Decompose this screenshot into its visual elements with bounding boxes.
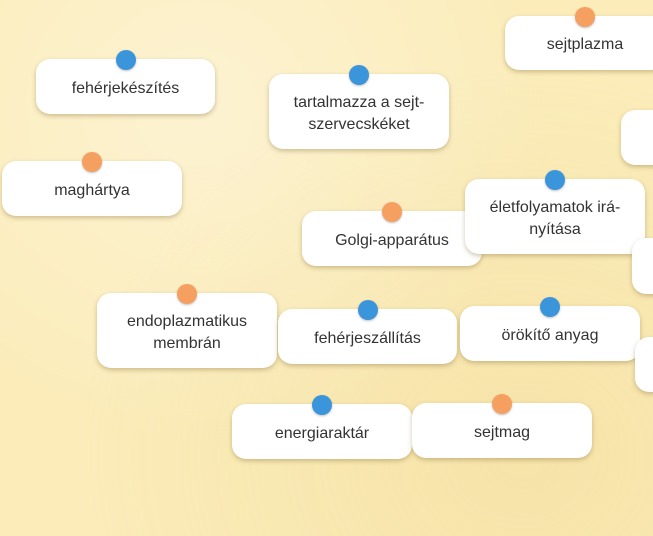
blue-pin-icon bbox=[357, 300, 378, 320]
card-sejtplazma[interactable]: sejtplazma bbox=[505, 7, 653, 70]
blue-pin-icon bbox=[115, 50, 136, 70]
card-label: életfolyamatok irá- nyítása bbox=[489, 198, 621, 238]
blue-pin-icon bbox=[312, 395, 332, 415]
card-feherjeszallitas[interactable]: fehérjeszállítás bbox=[278, 300, 457, 364]
card-orokito[interactable]: örökítő anyag bbox=[460, 297, 640, 361]
card-label: örökítő anyag bbox=[501, 326, 599, 344]
card-label: energiaraktár bbox=[274, 424, 370, 442]
card-maghartya[interactable]: maghártya bbox=[2, 152, 182, 216]
card-label: maghártya bbox=[54, 181, 130, 199]
card-tartalmazza[interactable]: tartalmazza a sejt- szervecskéket bbox=[269, 65, 449, 149]
orange-pin-icon bbox=[177, 284, 197, 304]
card-feherjekeszites[interactable]: fehérjekészítés bbox=[36, 50, 215, 114]
orange-pin-icon bbox=[382, 202, 402, 222]
card-label: tartalmazza a sejt- szervecskéket bbox=[293, 93, 425, 133]
card-label: fehérjeszállítás bbox=[314, 329, 421, 347]
card-label: Golgi-apparátus bbox=[335, 231, 449, 249]
card-label: fehérjekészítés bbox=[71, 79, 180, 97]
card-endoplazmatikus[interactable]: endoplazmatikus membrán bbox=[97, 284, 277, 368]
card-label: sejtplazma bbox=[546, 36, 624, 53]
card-partial-right-3[interactable] bbox=[635, 337, 653, 392]
card-eletfolyamatok[interactable]: életfolyamatok irá- nyítása bbox=[465, 170, 645, 254]
orange-pin-icon bbox=[492, 394, 512, 414]
blue-pin-icon bbox=[545, 170, 565, 190]
card-sejtmag[interactable]: sejtmag bbox=[412, 394, 592, 458]
blue-pin-icon bbox=[349, 65, 369, 85]
card-label: sejtmag bbox=[473, 423, 531, 441]
card-partial-right-2[interactable] bbox=[632, 238, 653, 294]
card-golgi[interactable]: Golgi-apparátus bbox=[302, 202, 482, 266]
orange-pin-icon bbox=[82, 152, 102, 172]
card-partial-right-1[interactable] bbox=[621, 110, 653, 165]
blue-pin-icon bbox=[540, 297, 560, 317]
card-energiaraktar[interactable]: energiaraktár bbox=[232, 395, 412, 459]
orange-pin-icon bbox=[575, 7, 595, 27]
card-label: endoplazmatikus membrán bbox=[126, 312, 248, 352]
